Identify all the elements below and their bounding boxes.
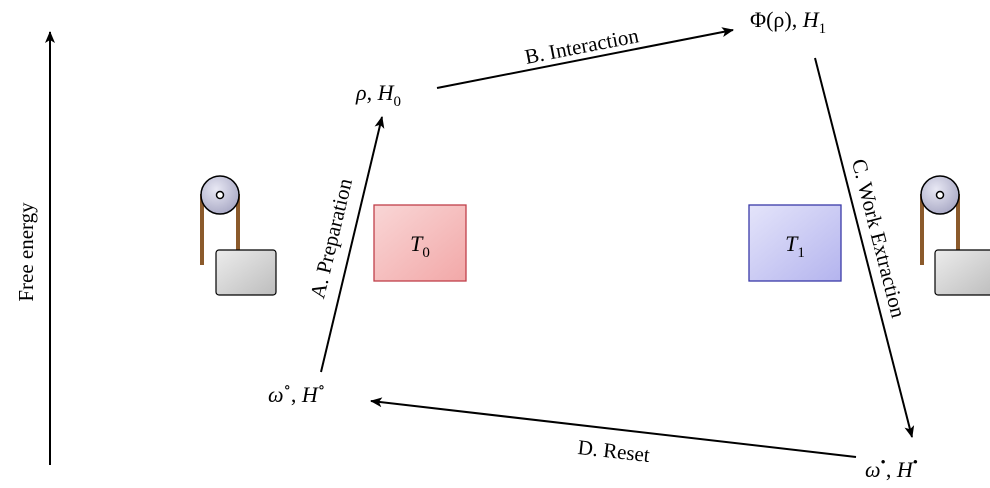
node-rho-H0: ρ, H0 — [355, 80, 401, 110]
bath-T1-symbol: T — [785, 231, 799, 256]
free-energy-axis-label: Free energy — [14, 202, 38, 302]
bath-T1: T1 — [748, 204, 842, 282]
label-D-reset: D. Reset — [577, 435, 652, 467]
bath-T0: T0 — [373, 204, 467, 282]
label-A-preparation: A. Preparation — [305, 176, 357, 301]
svg-text:T0: T0 — [410, 231, 430, 261]
svg-text:T1: T1 — [785, 231, 805, 261]
arrow-B-interaction — [436, 27, 734, 89]
bath-T1-subscript: 1 — [797, 245, 805, 261]
bath-T0-subscript: 0 — [422, 245, 430, 261]
left-pulley-weight-icon — [200, 175, 277, 296]
node-omega-circ: ω∘, H∘ — [268, 380, 325, 407]
bath-T0-symbol: T — [410, 231, 424, 256]
arrow-C-work-extraction — [814, 57, 915, 438]
node-omega-bullet: ω•, H• — [865, 455, 918, 482]
arrow-D-reset — [370, 397, 857, 458]
label-B-interaction: B. Interaction — [523, 23, 641, 69]
right-pulley-weight-icon — [920, 175, 990, 296]
label-C-work-extraction: C. Work Extraction — [847, 156, 911, 320]
node-phi-H1: Φ(ρ), H1 — [750, 7, 826, 37]
arrow-A-preparation — [320, 116, 385, 373]
